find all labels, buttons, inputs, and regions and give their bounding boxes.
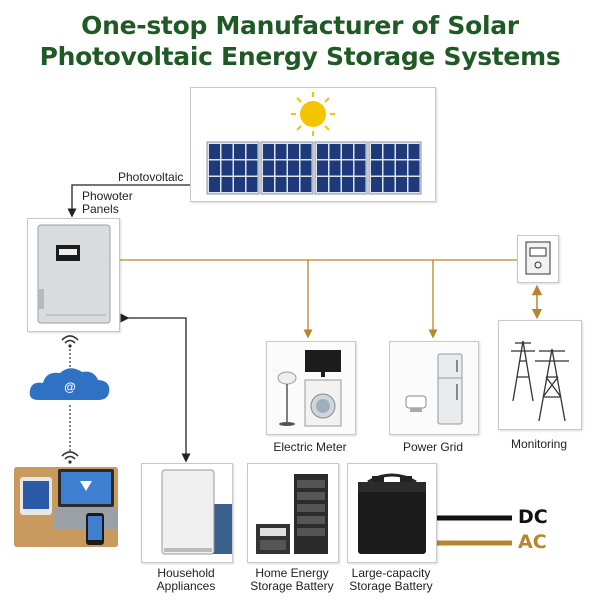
solar-cell (209, 177, 220, 192)
large-storage-card (347, 463, 437, 563)
panels-label-line-2: Panels (82, 202, 119, 216)
large-storage-label-line-2: Storage Battery (349, 579, 433, 593)
solar-panel-icon (206, 92, 422, 195)
solar-cell (371, 177, 382, 192)
solar-cell (263, 144, 274, 159)
solar-cell (209, 160, 220, 176)
household-label-line-2: Appliances (156, 579, 216, 593)
wifi-icon (61, 335, 79, 348)
photovoltaic-label: Photovoltaic (118, 170, 184, 184)
battery-icon (161, 469, 232, 555)
electric-meter-label: Electric Meter (273, 440, 347, 454)
title-line-1: One-stop Manufacturer of Solar (81, 11, 519, 40)
cloud-symbol: @ (64, 380, 76, 394)
solar-cell (383, 160, 395, 176)
household-appliances-card (141, 463, 233, 563)
solar-cell (275, 144, 287, 159)
solar-cell (246, 160, 258, 176)
solar-cell (408, 144, 420, 159)
solar-cell (354, 160, 366, 176)
solar-cell (383, 144, 395, 159)
solar-cell (396, 144, 407, 159)
solar-cell (354, 177, 366, 192)
solar-cell (342, 177, 353, 192)
solar-cell (263, 177, 274, 192)
solar-cell (408, 177, 420, 192)
washing-machine-icon (277, 350, 342, 427)
solar-cell (317, 177, 328, 192)
power-grid-card (389, 341, 479, 435)
solar-cell (275, 160, 287, 176)
large-storage-label-line-1: Large-capacity (351, 566, 431, 580)
lamp-icon (277, 371, 297, 426)
solar-cell (300, 144, 312, 159)
title-line-2: Photovoltaic Energy Storage Systems (39, 42, 561, 71)
power-grid-label: Power Grid (402, 440, 464, 454)
sun-icon (291, 92, 335, 136)
server-rack-icon (256, 474, 328, 554)
monitoring-label: Monitoring (510, 437, 568, 451)
solar-cell (221, 177, 233, 192)
inverter-card (27, 218, 120, 332)
household-label-line-1: Household (157, 566, 215, 580)
home-storage-label-line-1: Home Energy (255, 566, 329, 580)
solar-cell (342, 160, 353, 176)
monitoring-card (498, 320, 582, 430)
solar-cell (234, 160, 245, 176)
solar-cell (221, 144, 233, 159)
solar-cell (329, 177, 341, 192)
solar-cell (300, 177, 312, 192)
home-storage-label-line-2: Storage Battery (250, 579, 334, 593)
solar-cell (209, 144, 220, 159)
dc-label: DC (518, 506, 548, 528)
solar-cell (342, 144, 353, 159)
solar-cell (396, 177, 407, 192)
refrigerator-icon (405, 353, 463, 425)
solar-cell (221, 160, 233, 176)
electric-meter-card (266, 341, 356, 435)
solar-cell (371, 160, 382, 176)
solar-cell (317, 144, 328, 159)
solar-cell (329, 144, 341, 159)
solar-cell (329, 160, 341, 176)
solar-cell (246, 144, 258, 159)
meter-icon (525, 241, 551, 275)
solar-cell (371, 144, 382, 159)
transmission-tower-icon (511, 340, 569, 422)
solar-cell (288, 177, 299, 192)
solar-cell (383, 177, 395, 192)
wifi-icon (61, 451, 79, 464)
solar-cell (354, 144, 366, 159)
solar-cell (288, 144, 299, 159)
solar-cell (396, 160, 407, 176)
meter-card (517, 235, 559, 283)
solar-cell (234, 177, 245, 192)
solar-cell (300, 160, 312, 176)
solar-cell (234, 144, 245, 159)
home-storage-card (247, 463, 339, 563)
solar-cell (246, 177, 258, 192)
ac-label: AC (518, 531, 547, 553)
cloud-icon (29, 368, 110, 400)
laptop-phone-image (14, 467, 118, 547)
inverter-icon (37, 224, 111, 324)
phone-icon (86, 513, 104, 545)
solar-cell (317, 160, 328, 176)
solar-cell (275, 177, 287, 192)
solar-cell (288, 160, 299, 176)
solar-cell (408, 160, 420, 176)
battery-icon (358, 473, 426, 554)
panels-label-line-1: Phowoter (82, 189, 133, 203)
solar-cell (263, 160, 274, 176)
solar-panels-card (190, 87, 436, 202)
